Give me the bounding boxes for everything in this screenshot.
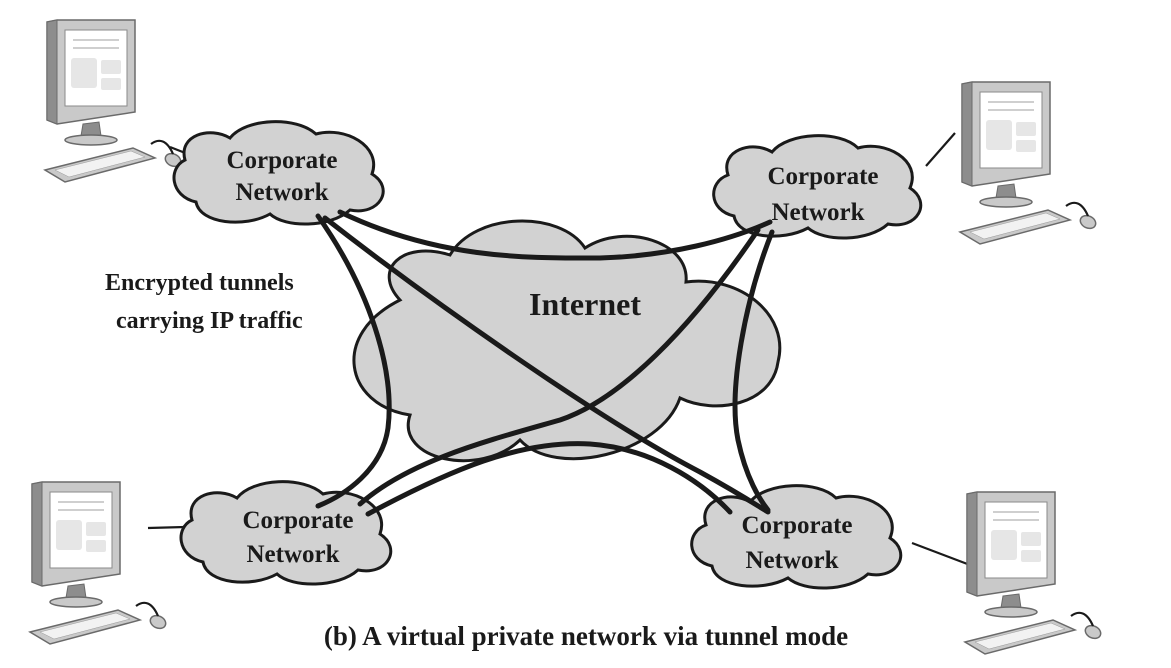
network-label-top-right: Network <box>771 199 864 226</box>
tunnel-tr-bl <box>357 227 761 507</box>
network-label-bottom-right: Corporate <box>741 512 852 539</box>
internet-label: Internet <box>529 286 641 322</box>
connector-line <box>911 541 971 567</box>
cloud-top-left <box>172 120 385 226</box>
tunnels-label-line2: carrying IP traffic <box>116 308 303 334</box>
internet-cloud <box>352 219 782 463</box>
tunnel-tl-tr <box>337 209 773 261</box>
computer-top-right <box>958 80 1099 246</box>
figure-caption: (b) A virtual private network via tunnel… <box>324 621 848 651</box>
tunnel-tl-br <box>322 215 771 515</box>
network-label-top-left: Network <box>235 179 328 206</box>
tunnels-label-line1: Encrypted tunnels <box>105 270 294 296</box>
computer-bottom-right <box>963 490 1104 656</box>
computer-bottom-left <box>28 480 169 646</box>
computer-top-left <box>43 18 184 184</box>
network-label-bottom-left: Network <box>246 541 339 568</box>
network-label-bottom-right: Network <box>745 547 838 574</box>
network-label-top-right: Corporate <box>767 163 878 190</box>
tunnel-tl-bl <box>315 213 392 509</box>
network-label-bottom-left: Corporate <box>242 507 353 534</box>
cloud-bottom-left <box>179 480 393 586</box>
cloud-top-right <box>712 134 923 240</box>
tunnel-bl-br <box>365 441 733 517</box>
tunnel-tr-br <box>732 229 775 513</box>
connector-line <box>925 132 956 167</box>
connector-line <box>147 525 186 530</box>
network-label-top-left: Corporate <box>226 147 337 174</box>
